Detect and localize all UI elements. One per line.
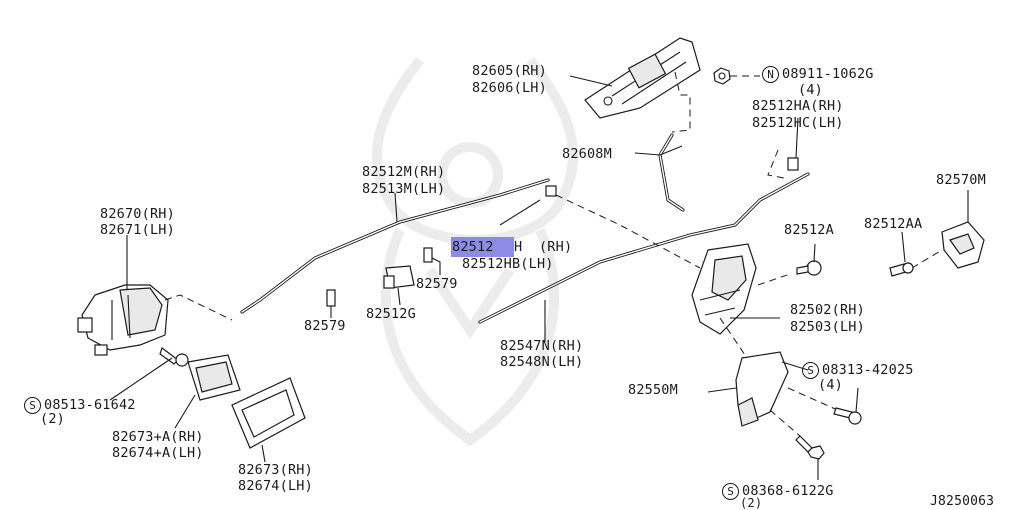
part-82670-label[interactable]: 82670(RH)	[100, 206, 175, 222]
inside-handle-part	[77, 284, 169, 356]
part-82512HB-label[interactable]: 82512HB(LH)	[462, 256, 554, 272]
part-82512H-highlighted-label[interactable]: 82512	[452, 239, 494, 255]
highlight-marker	[451, 237, 514, 257]
part-08513-qty: (2)	[40, 411, 65, 427]
part-82608M-label[interactable]: 82608M	[562, 146, 612, 162]
part-82606-label[interactable]: 82606(LH)	[472, 80, 547, 96]
part-08513-label[interactable]: 08513-61642	[44, 397, 136, 413]
s-symbol-icon: S	[24, 397, 41, 414]
part-82512HA-label[interactable]: 82512HA(RH)	[752, 98, 844, 114]
drawing-code: J8250063	[930, 494, 995, 509]
part-08368-label[interactable]: 08368-6122G	[742, 483, 834, 499]
part-82512G-label[interactable]: 82512G	[366, 306, 416, 322]
part-82548N-label[interactable]: 82548N(LH)	[500, 354, 584, 370]
part-82502-label[interactable]: 82502(RH)	[790, 302, 865, 318]
striker-part	[941, 221, 985, 269]
part-82512A-label[interactable]: 82512A	[784, 222, 834, 238]
part-82671-label[interactable]: 82671(LH)	[100, 222, 175, 238]
bezel-part	[231, 377, 306, 449]
part-82579-label-lower[interactable]: 82579	[304, 318, 346, 334]
part-82512HC-label[interactable]: 82512HC(LH)	[752, 115, 844, 131]
n-symbol-icon: N	[762, 66, 779, 83]
s-symbol-icon: S	[802, 362, 819, 379]
lock-protector-part	[735, 351, 789, 427]
part-82550M-label[interactable]: 82550M	[628, 382, 678, 398]
screw-82512A-part	[796, 260, 822, 276]
pad-82579-part	[423, 247, 433, 263]
door-lock-latch-part	[691, 243, 757, 335]
part-82579-label-upper[interactable]: 82579	[416, 276, 458, 292]
part-82512H-label[interactable]: H (RH)	[514, 239, 573, 255]
pad-82579-part	[326, 289, 336, 307]
bolt-82512AA-part	[889, 262, 914, 277]
screw-08368-part	[795, 435, 825, 460]
screw-08513-part	[159, 347, 189, 367]
clip-82512G-part	[383, 265, 415, 289]
part-08368-qty: (2)	[740, 496, 763, 510]
nut-part	[713, 67, 731, 85]
outside-handle-part	[584, 37, 701, 119]
part-82673A-label[interactable]: 82673+A(RH)	[112, 429, 204, 445]
part-82512M-label[interactable]: 82512M(RH)	[362, 164, 446, 180]
part-82512AA-label[interactable]: 82512AA	[864, 216, 923, 232]
part-82674A-label[interactable]: 82674+A(LH)	[112, 445, 204, 461]
part-08313-label[interactable]: 08313-42025	[822, 362, 914, 378]
part-82513M-label[interactable]: 82513M(LH)	[362, 181, 446, 197]
escutcheon-part	[187, 354, 241, 401]
part-82605-label[interactable]: 82605(RH)	[472, 63, 547, 79]
part-08911-label[interactable]: 08911-1062G	[782, 66, 874, 82]
part-08911-qty: (4)	[798, 82, 823, 98]
screw-08313-part	[833, 407, 862, 425]
s-symbol-icon: S	[722, 483, 739, 500]
part-08313-qty: (4)	[818, 377, 843, 393]
part-82503-label[interactable]: 82503(LH)	[790, 319, 865, 335]
part-82570M-label[interactable]: 82570M	[936, 172, 986, 188]
part-82547N-label[interactable]: 82547N(RH)	[500, 338, 584, 354]
part-82674-label[interactable]: 82674(LH)	[238, 478, 313, 494]
part-82673-label[interactable]: 82673(RH)	[238, 462, 313, 478]
